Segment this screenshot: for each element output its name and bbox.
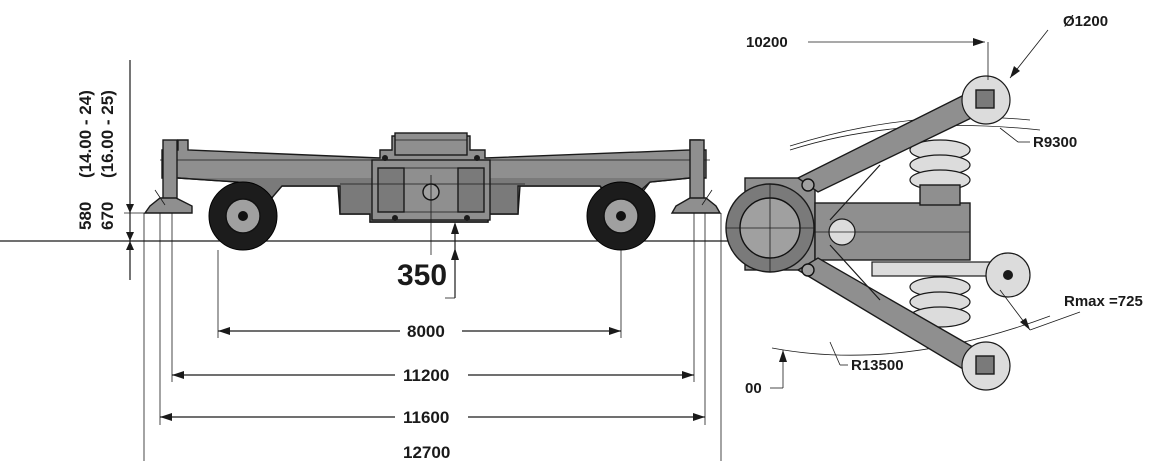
wheel-front	[208, 181, 278, 251]
dim-radius-inner: R9300	[1033, 134, 1077, 151]
ground-clearance-indicator	[430, 175, 459, 299]
height-label-2-tire: (16.00 - 25)	[98, 90, 117, 178]
top-view-dimension-lines	[770, 29, 1081, 389]
height-label-2: 670	[98, 202, 117, 230]
dimension-lines	[143, 213, 722, 461]
dim-wheelbase: 8000	[407, 322, 445, 341]
dim-partial-top: 10200	[746, 34, 788, 51]
dim-rmax: Rmax =725	[1064, 293, 1143, 310]
upper-carriage	[814, 202, 971, 261]
dim-partial-bottom: 00	[745, 380, 762, 397]
height-label-1-tire: (14.00 - 24)	[76, 90, 95, 178]
chassis-frame	[160, 132, 710, 223]
side-view: 580 (14.00 - 24) 670 (16.00 - 25)	[0, 60, 745, 461]
counterweight-upper	[909, 139, 971, 206]
top-view: 10200 Ø1200 R9300 R13500 Rmax =725 00	[725, 13, 1143, 397]
counterweight-lower	[909, 276, 971, 328]
dim-outrigger-inner: 11200	[403, 366, 449, 385]
outrigger-arm-upper	[796, 75, 1011, 193]
wheel-rear	[586, 181, 656, 251]
tail-arm	[871, 252, 1031, 298]
dim-outrigger-outer: 11600	[403, 408, 449, 427]
radius-arc-outer	[771, 315, 1051, 356]
ground-clearance-label: 350	[397, 259, 447, 292]
dim-pad-diameter: Ø1200	[1063, 13, 1108, 30]
height-dimension	[124, 60, 160, 280]
height-label-1: 580	[76, 202, 95, 230]
dim-radius-outer: R13500	[851, 357, 904, 374]
turntable	[725, 177, 816, 273]
dim-overall: 12700	[403, 443, 450, 461]
outrigger-arm-lower	[796, 257, 1011, 391]
outrigger-right	[670, 139, 722, 214]
outrigger-left	[143, 139, 193, 214]
